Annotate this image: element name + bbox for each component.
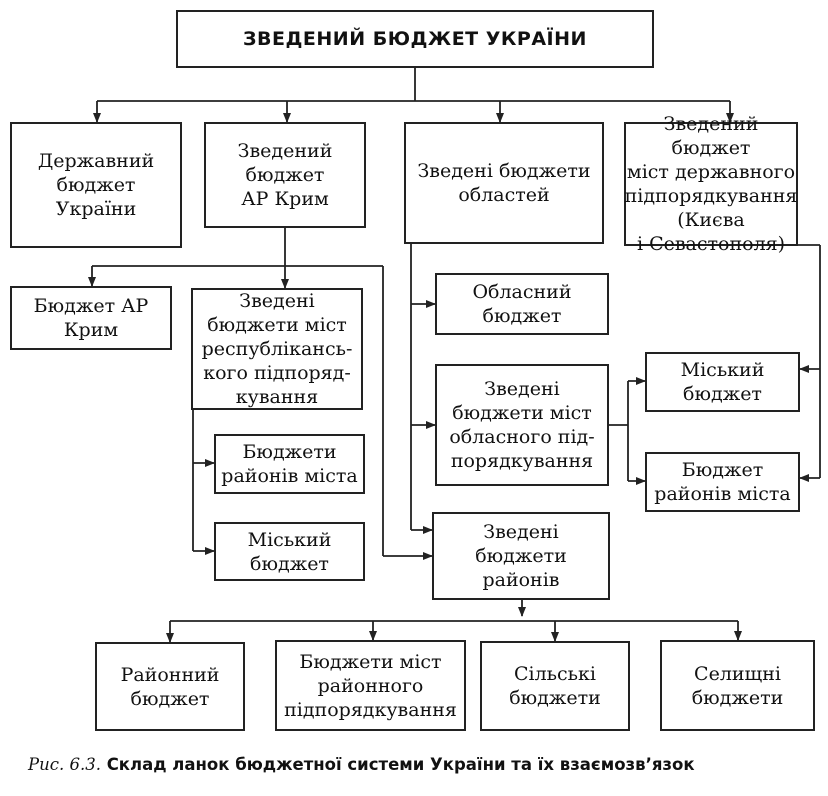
ar-crimea-budget-box: Бюджет АР Крим	[10, 286, 172, 350]
settlement-budgets-box: Селищні бюджети	[660, 640, 815, 731]
oblast-cities-box: Зведені бюджети міст обласного під- поря…	[435, 364, 609, 486]
state-budget-box: Державний бюджет України	[10, 122, 182, 248]
figure-caption: Рис. 6.3. Склад ланок бюджетної системи …	[28, 755, 818, 774]
regions-consolidated-box: Зведені бюджети областей	[404, 122, 604, 244]
crimea-city-districts-box: Бюджети районів міста	[214, 434, 365, 494]
special-cities-consolidated-box: Зведений бюджет міст державного підпоряд…	[624, 113, 798, 255]
consolidated-districts-box: Зведені бюджети районів	[432, 512, 610, 600]
oblast-budget-box: Обласний бюджет	[435, 273, 609, 335]
district-budget-box: Районний бюджет	[95, 642, 245, 731]
district-cities-box: Бюджети міст районного підпорядкування	[275, 640, 466, 731]
crimea-city-budget-box: Міський бюджет	[214, 522, 365, 581]
crimea-consolidated-box: Зведений бюджет АР Крим	[204, 122, 366, 228]
caption-text: Склад ланок бюджетної системи України та…	[100, 755, 695, 774]
special-city-districts-box: Бюджет районів міста	[645, 452, 800, 512]
consolidated-budget-ukraine-box: ЗВЕДЕНИЙ БЮДЖЕТ УКРАЇНИ	[176, 10, 654, 68]
village-budgets-box: Сільські бюджети	[480, 641, 630, 731]
republican-cities-box: Зведені бюджети міст республікансь- кого…	[191, 288, 363, 410]
special-city-budget-box: Міський бюджет	[645, 352, 800, 412]
figure-number: Рис. 6.3.	[28, 755, 101, 774]
